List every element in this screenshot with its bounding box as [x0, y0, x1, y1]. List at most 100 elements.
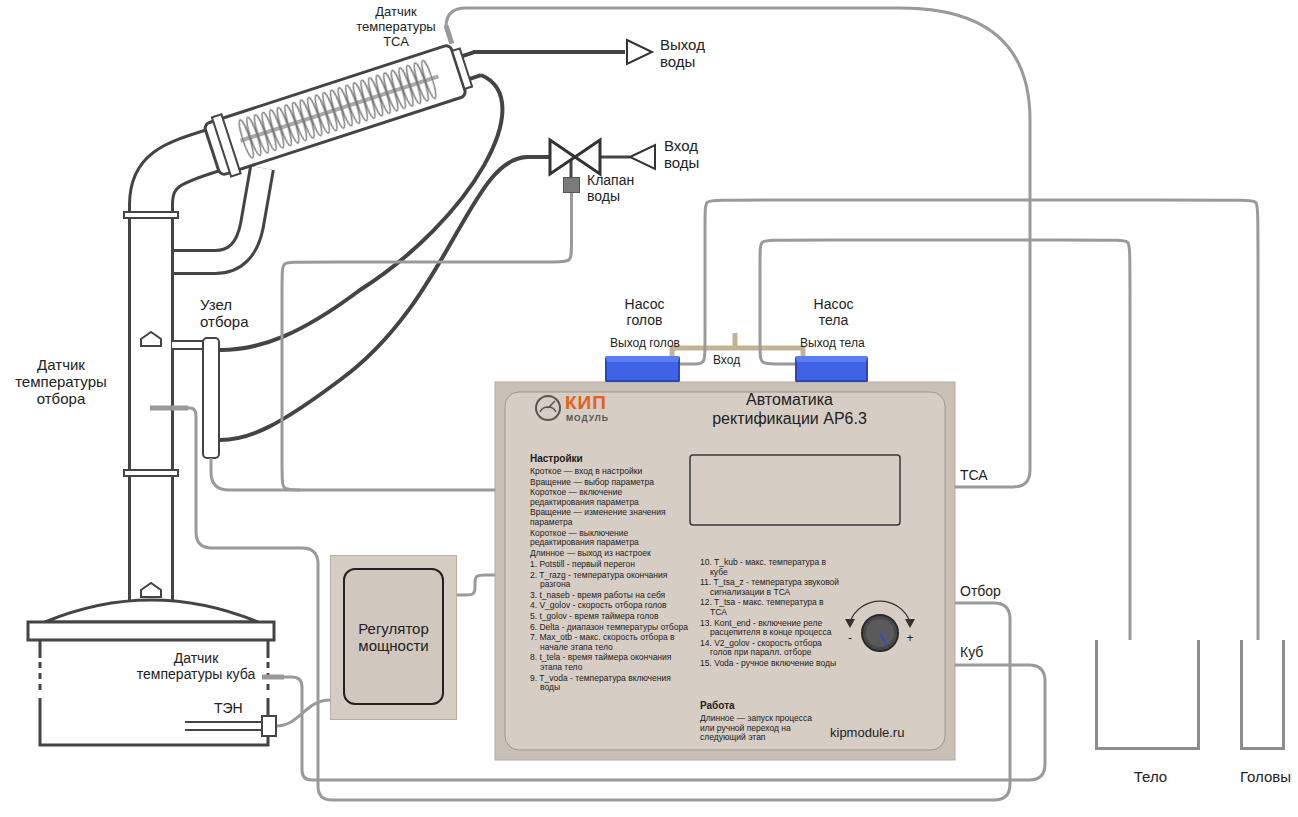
node-text: 7. Max_otb - макс. скорость отбора в нач… [530, 633, 692, 652]
product-container: Головы [1240, 640, 1285, 750]
logo-gauge [536, 396, 560, 420]
controller-housing [495, 382, 955, 760]
text-holder: Насос тела [804, 296, 864, 328]
water-out-arrow [627, 40, 652, 64]
water-in-arrow [630, 145, 655, 169]
text-holder: kipmodule.ru [830, 725, 930, 740]
takeoff-pipe [172, 342, 204, 348]
takeoff-pipe-wall [172, 340, 204, 350]
node-text: Регулятор мощности [351, 620, 436, 654]
node-text: 12. T_tsa - макс. температура в ТСА [700, 598, 840, 617]
body-pump: Насос телаВыход тела [795, 356, 868, 382]
text-holder: 10. T_kub - макс. температура в кубе11. … [700, 558, 840, 670]
heater-wire [276, 700, 330, 726]
encoder-knob [862, 615, 898, 651]
text-holder: Тело [1088, 768, 1213, 785]
text-holder: Выход тела [800, 336, 865, 350]
label-holder: Узел отбора [200, 296, 264, 330]
node-text: Длинное — запуск процесса или ручной пер… [700, 714, 822, 743]
node-text: 1. Potstill - первый перегон [530, 560, 692, 570]
text-holder: КИП [565, 392, 625, 413]
valve-symbol [550, 140, 600, 174]
tsa-wire [446, 8, 1030, 487]
part-label: Датчик температуры отбора [2, 356, 120, 407]
column-flange [124, 212, 178, 218]
text-holder: НастройкиКроткое — вход в настройкиВраще… [530, 453, 678, 559]
water-outlet-stub [462, 52, 473, 56]
pipe-connector [680, 200, 1258, 640]
label-holder: Датчик температуры отбора [2, 356, 120, 407]
pump-inlet-pipe [672, 348, 803, 356]
part-label: Вход воды [664, 137, 716, 171]
text-holder: Насос голов [615, 296, 675, 328]
heater-element [185, 722, 262, 730]
pump-inlet-stub [733, 333, 738, 348]
part-label: Узел отбора [200, 296, 264, 330]
encoder-knob-cap [866, 619, 894, 647]
column-cap [141, 583, 161, 597]
product-container: Тело [1095, 640, 1200, 750]
node-text: - [844, 632, 856, 645]
part-label: Выход воды [660, 36, 720, 70]
heads-pump: Насос головВыход голов [605, 356, 680, 382]
boiler-wall [40, 640, 268, 745]
node-text: + [904, 632, 916, 645]
label-holder: Куб [960, 644, 983, 660]
controller-panel [505, 392, 945, 750]
cooling-coil [236, 57, 440, 161]
cooling-water-line [220, 75, 502, 350]
node-text: 11. T_tsa_z - температура звуковой сигна… [700, 578, 840, 597]
node-text: Работа [700, 700, 822, 712]
node-text: 10. T_kub - макс. температура в кубе [700, 558, 840, 577]
node-text: 4. V_golov - скорость отбора голов [530, 601, 692, 611]
node-text: 13. Kont_end - включение реле расцепител… [700, 619, 840, 638]
water-out-line [473, 50, 625, 54]
label-holder: ТСА [960, 467, 988, 483]
node-text: Вращение — выбор параметра [530, 478, 678, 488]
logo-needle [540, 401, 556, 412]
part-label: ТСА [960, 467, 988, 483]
node-text: МОДУЛЬ [566, 413, 626, 423]
water-valve: Клапан воды [563, 177, 580, 193]
power-regulator: Регулятор мощности [330, 555, 457, 720]
heater-head [262, 716, 276, 736]
condenser-flange [212, 114, 241, 176]
node-text: 8. t_tela - время таймера окончания этап… [530, 653, 692, 672]
node-text: Автоматика ректификации АР6.3 [697, 390, 882, 428]
node-text: kipmodule.ru [830, 725, 930, 740]
node-text: 9. T_voda - температура включения воды [530, 674, 692, 693]
takeoff-sensor [150, 406, 188, 411]
node-text: 2. T_razg - температура окончания разгон… [530, 571, 692, 590]
part-label: Куб [960, 644, 983, 660]
label-holder: ТЭН [214, 700, 243, 716]
node-text: 15. Voda - ручное включение воды [700, 659, 840, 669]
tsa-sensor [446, 26, 452, 44]
pipe-connector [760, 240, 1130, 640]
knob-pointer [880, 633, 887, 646]
text-holder: МОДУЛЬ [566, 413, 626, 423]
water-in-line [600, 156, 630, 159]
pipe-connector [457, 575, 495, 595]
boiler-sensor [262, 675, 284, 680]
node-text: Вращение — изменение значения параметра [530, 508, 678, 527]
water-inlet-stub [470, 75, 481, 79]
text-holder: Головы [1233, 768, 1298, 785]
node-text: Длинное — выход из настроек [530, 549, 678, 559]
node-text: 6. Delta - диапазон температуры отбора [530, 623, 692, 633]
node-text: Короткое — включение редактирования пара… [530, 488, 678, 507]
text-holder: 1. Potstill - первый перегон2. T_razg - … [530, 560, 692, 694]
pipe-connector [282, 193, 572, 490]
label-holder: Вход [713, 353, 740, 367]
node-text: Головы [1233, 768, 1298, 785]
text-holder: - [844, 632, 856, 645]
boiler-dome [45, 600, 258, 622]
text-holder: Выход голов [610, 336, 680, 350]
boiler-lid [28, 622, 274, 640]
regulator-panel: Регулятор мощности [343, 568, 444, 705]
label-holder: Выход воды [660, 36, 720, 70]
cooling-water-line [220, 157, 550, 440]
